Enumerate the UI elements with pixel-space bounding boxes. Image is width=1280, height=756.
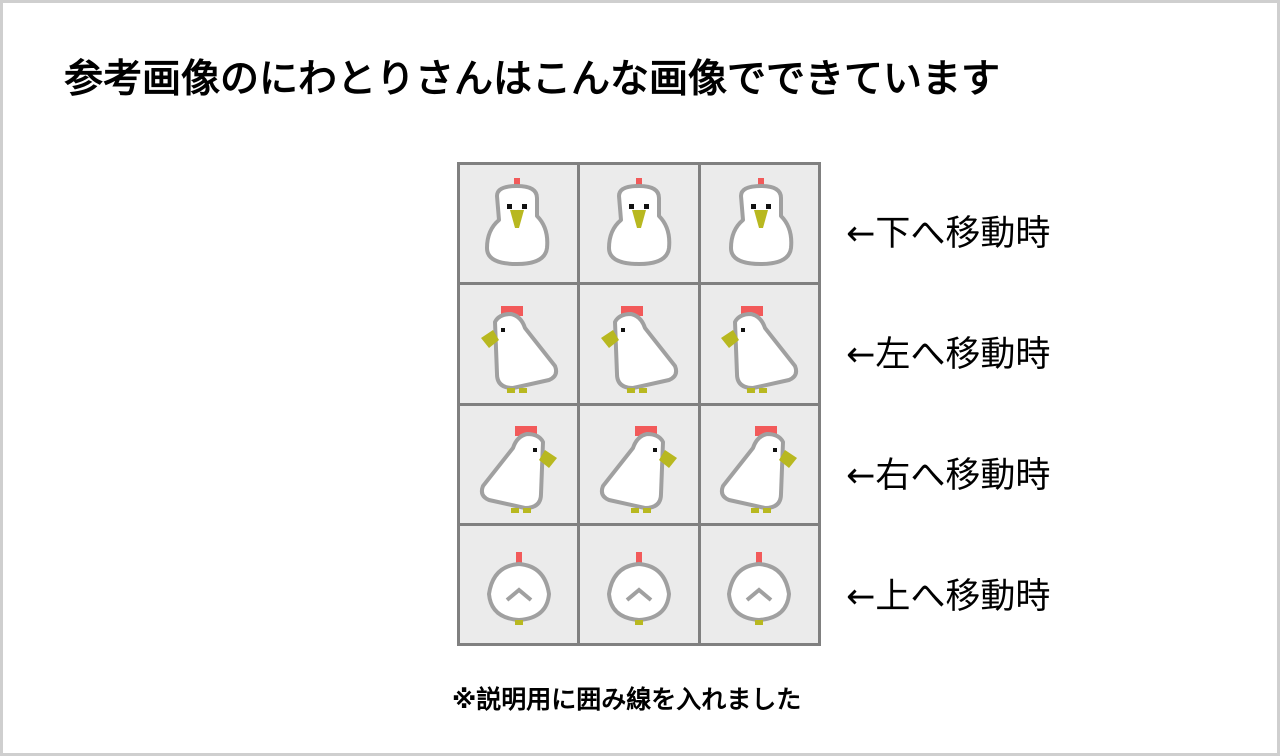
row-label-up: ←上へ移動時 — [846, 577, 1051, 617]
chicken-right-icon — [599, 426, 677, 514]
chicken-up-icon — [486, 552, 551, 626]
row-label-right: ←右へ移動時 — [846, 456, 1051, 496]
sprite-cell-right-2 — [580, 405, 698, 523]
chicken-up-icon — [606, 552, 671, 626]
sprite-cell-up-3 — [700, 525, 818, 643]
chicken-down-icon — [606, 177, 672, 266]
chicken-right-icon — [720, 426, 798, 514]
sprite-cell-down-3 — [700, 165, 818, 283]
chicken-left-icon — [721, 305, 799, 393]
sprite-cell-left-2 — [580, 285, 698, 403]
footnote: ※説明用に囲み線を入れました — [452, 685, 802, 714]
sprite-cell-right-1 — [460, 405, 578, 523]
sprite-cell-left-1 — [460, 285, 578, 403]
chicken-left-icon — [600, 305, 679, 393]
sprite-cell-down-1 — [460, 165, 578, 283]
chicken-down-icon — [484, 177, 549, 266]
sprite-sheet-grid — [457, 162, 821, 646]
sprite-cell-down-2 — [580, 165, 698, 283]
slide-title: 参考画像のにわとりさんはこんな画像でできています — [64, 57, 1001, 102]
chicken-down-icon — [729, 177, 794, 266]
sprite-cell-up-2 — [580, 525, 698, 643]
row-label-left: ←左へ移動時 — [846, 335, 1051, 375]
sprite-cell-left-3 — [700, 285, 818, 403]
sprite-cell-up-1 — [460, 525, 578, 643]
chicken-left-icon — [480, 305, 558, 393]
chicken-right-icon — [479, 426, 557, 514]
chicken-up-icon — [727, 552, 792, 626]
sprite-cell-right-3 — [700, 405, 818, 523]
row-label-down: ←下へ移動時 — [846, 214, 1051, 254]
